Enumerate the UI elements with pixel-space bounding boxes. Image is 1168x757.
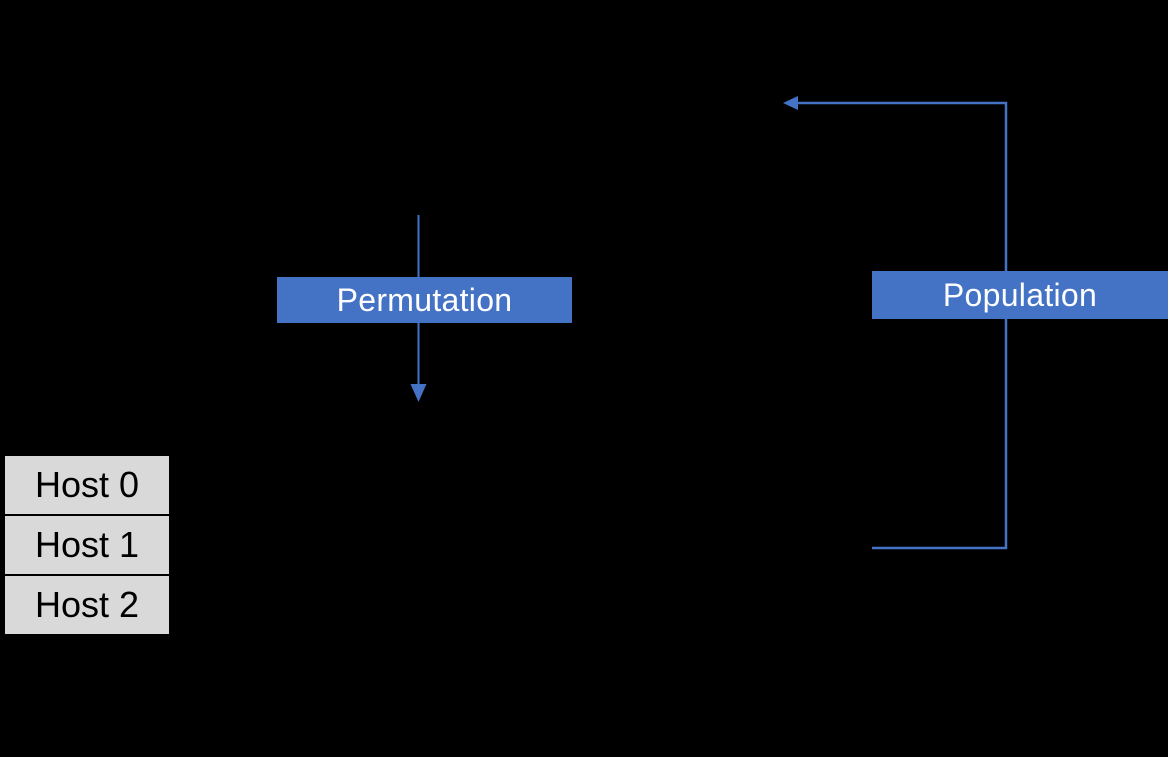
- permutation-label-box: Permutation: [277, 277, 572, 323]
- host-list: Host 0 Host 1 Host 2: [3, 454, 171, 636]
- host-label: Host 1: [34, 524, 140, 565]
- host-row-0: Host 0: [3, 454, 171, 516]
- population-label-text: Population: [942, 276, 1098, 313]
- host-row-1: Host 1: [3, 514, 171, 576]
- host-row-2: Host 2: [3, 574, 171, 636]
- host-label: Host 0: [34, 464, 140, 505]
- population-loop-arrow: [783, 96, 1008, 550]
- population-label-box: Population: [872, 271, 1168, 319]
- population-loop-line: [797, 101, 1008, 550]
- permutation-label-text: Permutation: [336, 281, 513, 318]
- host-label: Host 2: [34, 584, 140, 625]
- down-arrowhead-icon: [410, 384, 427, 402]
- left-arrowhead-icon: [783, 96, 798, 110]
